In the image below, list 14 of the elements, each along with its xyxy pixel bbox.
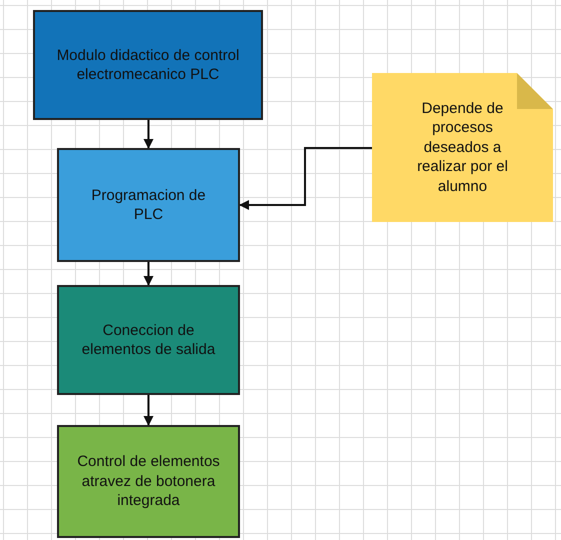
node-text: Modulo didactico de control electromecanico PLC [56, 46, 240, 84]
arrow [144, 395, 154, 426]
node-text: Control de elementos atravez de botonera integrada [76, 452, 221, 511]
process-box [33, 10, 263, 120]
node-text: Depende de procesos deseados a realizar por el alumno [416, 98, 509, 196]
node-text: Coneccion de elementos de salida [81, 320, 216, 360]
arrow [144, 120, 154, 149]
arrow [144, 262, 154, 286]
arrow [239, 147, 372, 210]
process-box [57, 425, 240, 538]
note-card [372, 73, 553, 222]
process-box [57, 148, 240, 262]
process-box [57, 285, 240, 395]
node-text: Programacion de PLC [90, 186, 207, 224]
